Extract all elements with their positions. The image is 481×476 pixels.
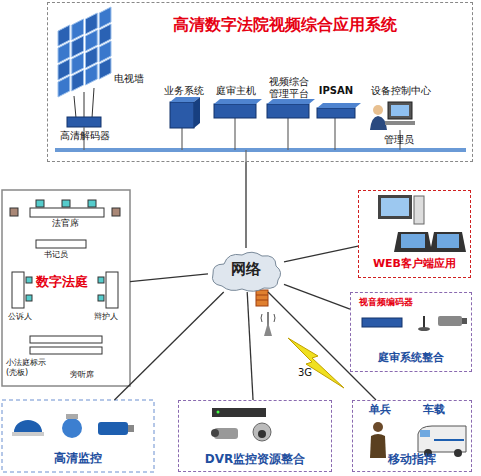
node-text: DVR监控资源整合 <box>179 452 331 466</box>
node-text: 移动指挥 <box>353 452 471 466</box>
mobile-box: 移动指挥 单兵 车载 <box>352 400 472 472</box>
network-link <box>130 274 208 282</box>
network-link <box>284 284 350 309</box>
annotation-label: 辩护人 <box>94 312 118 322</box>
network-link <box>247 292 253 400</box>
device-label: 庭审主机 <box>216 85 256 97</box>
web-client-icons <box>378 195 466 252</box>
encoder-label: 视音频编码器 <box>359 297 413 308</box>
node-text: IPSAN <box>319 85 353 97</box>
mobile-label: 车载 <box>423 403 445 416</box>
group-outline <box>2 400 154 472</box>
node-text: 视音频编码器 <box>359 297 413 308</box>
node-text: 网络 <box>208 260 284 278</box>
node-text: 单兵 <box>369 403 391 416</box>
mobile-label: 单兵 <box>369 403 391 416</box>
node-text: WEB客户端应用 <box>359 257 470 270</box>
video-wall <box>58 7 111 97</box>
bus-line <box>55 148 466 152</box>
node-text: 业务系统 <box>164 85 204 97</box>
court-integration-icons <box>362 316 467 331</box>
annotation-label: 旁听席 <box>70 370 94 380</box>
node-text: 视频综合管理平台 <box>266 76 312 100</box>
wall-cell <box>86 64 98 85</box>
annotation-label: 法官席 <box>52 218 79 229</box>
wall-cell <box>72 70 84 91</box>
wall-cables <box>74 88 94 118</box>
node-text: 庭审主机 <box>216 85 256 97</box>
dvr-icons <box>211 408 271 441</box>
device-label: 高清解码器 <box>60 130 110 142</box>
wall-cell <box>58 76 70 97</box>
device-label: 设备控制中心 <box>371 85 431 97</box>
courtroom-furniture <box>10 200 120 354</box>
courtroom-frame <box>2 190 130 386</box>
node-text: 高清解码器 <box>60 130 110 142</box>
wireless-bolt <box>288 338 344 388</box>
node-text: 设备控制中心 <box>371 85 431 97</box>
network-link <box>284 246 358 262</box>
decoder-icon <box>67 117 101 127</box>
device-label: 电视墙 <box>114 73 144 85</box>
dvr-box: DVR监控资源整合 <box>178 400 332 472</box>
node-text: 高清数字法院视频综合应用系统 <box>173 15 397 34</box>
annotation-label: 管理员 <box>384 134 414 146</box>
wall-cell <box>99 58 111 79</box>
annotation-label: 公诉人 <box>8 312 32 322</box>
network-link <box>268 292 376 400</box>
node-text: 高清监控 <box>2 451 154 465</box>
hd-monitor-box: 高清监控 <box>2 400 154 472</box>
hd-cameras <box>12 414 134 438</box>
web-client-box: WEB客户端应用 <box>358 190 471 278</box>
annotation-label: 小法庭标示 (壳板) <box>6 358 50 377</box>
court-system-box: 庭审系统整合 视音频编码器 <box>350 292 472 372</box>
network-link <box>114 292 223 400</box>
annotation-label: 3G <box>298 367 312 379</box>
server-icons <box>170 97 415 130</box>
node-text: 庭审系统整合 <box>351 351 471 364</box>
network-link <box>245 162 246 248</box>
network-cloud: 网络 <box>208 248 284 292</box>
node-text: 车载 <box>423 403 445 416</box>
device-label: 视频综合管理平台 <box>266 76 312 100</box>
node-text: 数字法庭 <box>36 274 88 290</box>
device-label: 业务系统 <box>164 85 204 97</box>
annotation-label: 书记员 <box>44 250 68 260</box>
device-drops <box>84 118 400 162</box>
node-text: 电视墙 <box>114 73 144 85</box>
device-label: IPSAN <box>319 85 353 97</box>
